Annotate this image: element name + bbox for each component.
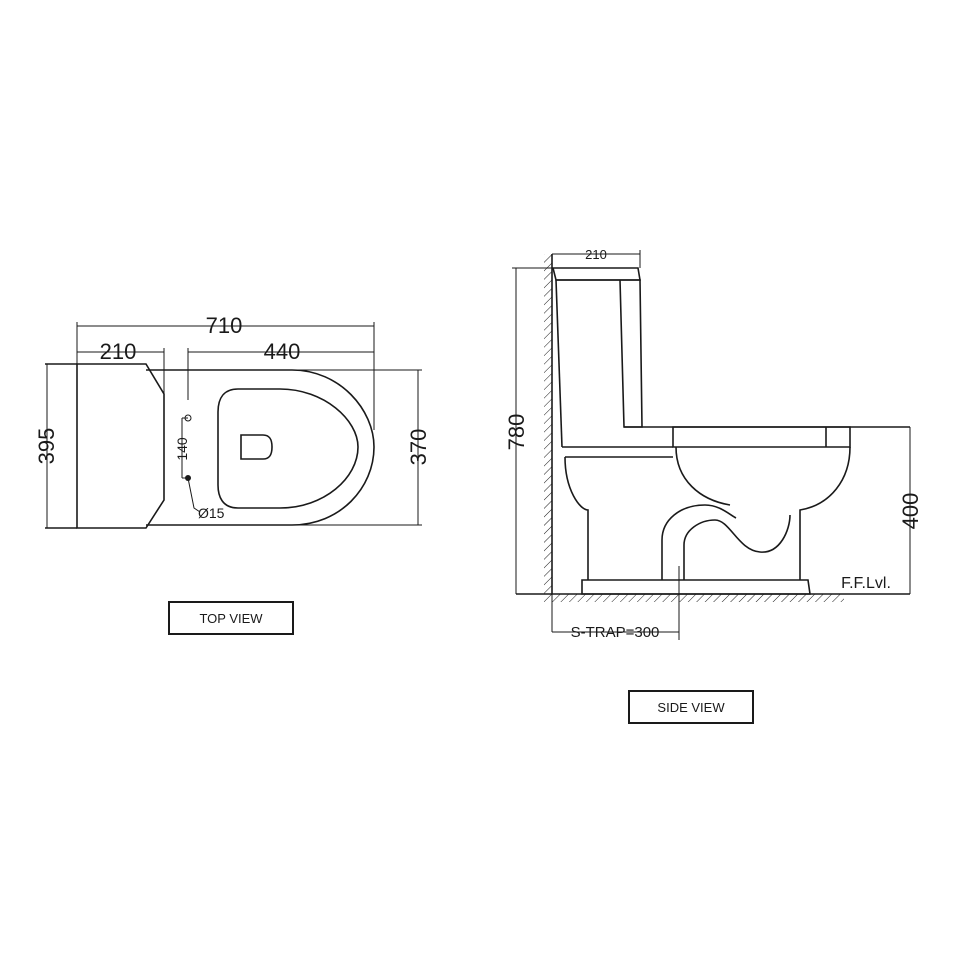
- side-seat: [672, 426, 851, 448]
- dim-370: 370: [406, 429, 431, 466]
- flush-button-outline: [240, 434, 273, 460]
- dim-140: 140: [174, 437, 190, 461]
- dim-400: 400: [898, 493, 923, 530]
- dim-440: 440: [264, 339, 301, 364]
- dim-710: 710: [206, 313, 243, 338]
- dim-o15: Ø15: [198, 505, 225, 521]
- s-trap-curve: [661, 504, 791, 580]
- top-view-drawing: [45, 322, 422, 529]
- top-bowl-outline: [146, 369, 375, 526]
- top-view-label: TOP VIEW: [168, 601, 294, 635]
- side-view-drawing: [512, 250, 911, 640]
- floor-level-label: F.F.Lvl.: [841, 575, 891, 592]
- floor-hatch: [544, 594, 844, 602]
- side-bowl-body: [562, 446, 851, 580]
- side-view-label: SIDE VIEW: [628, 690, 754, 724]
- dim-210-side: 210: [585, 247, 607, 262]
- side-tank-body: [556, 279, 643, 428]
- dim-780: 780: [504, 414, 529, 451]
- wall-hatch: [544, 254, 552, 594]
- dim-395: 395: [34, 428, 59, 465]
- dim-210-top: 210: [100, 339, 137, 364]
- top-tank-outline: [76, 363, 165, 529]
- dim-s-trap: S-TRAP=300: [571, 624, 660, 641]
- side-base: [581, 579, 811, 595]
- side-tank-lid: [551, 267, 641, 281]
- top-seat-outline: [217, 388, 359, 509]
